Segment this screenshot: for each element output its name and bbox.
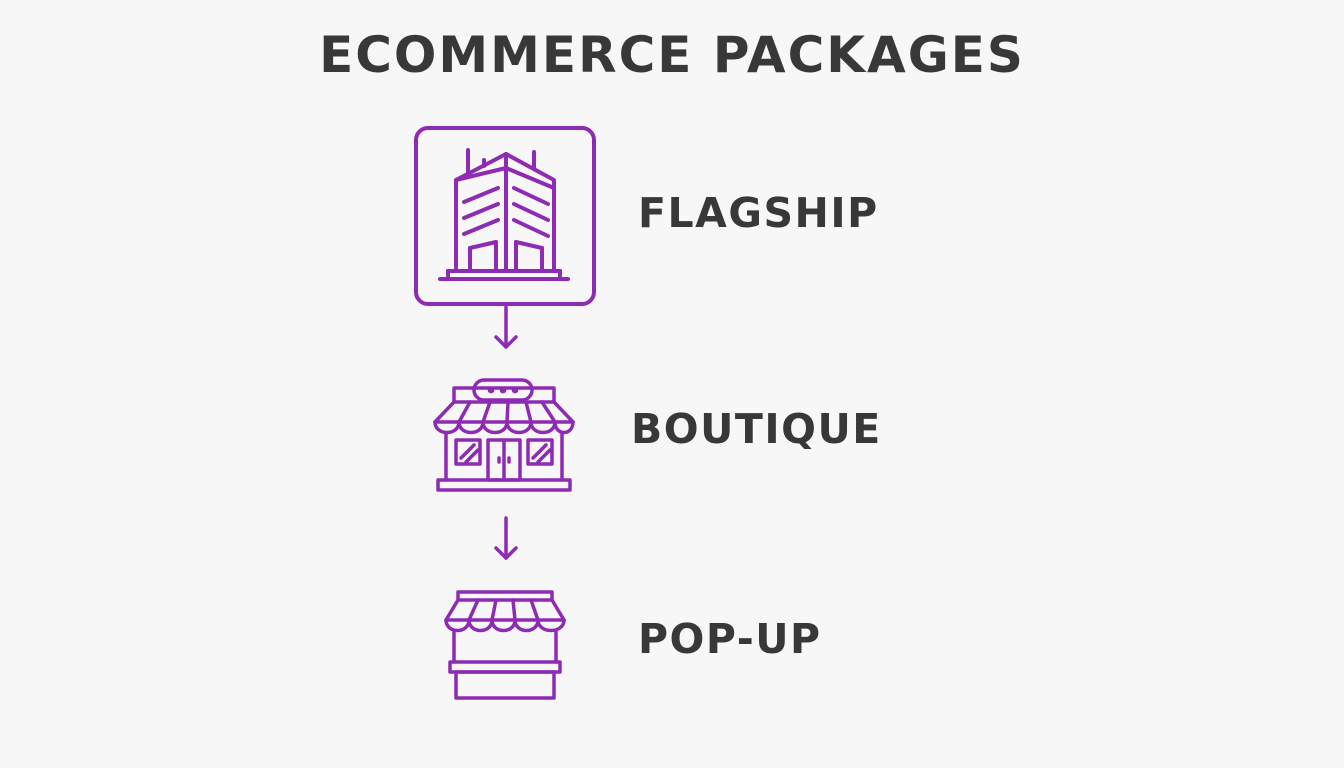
kiosk-stall-icon — [444, 590, 566, 702]
building-icon — [414, 126, 596, 306]
tier-label-boutique: BOUTIQUE — [631, 405, 882, 453]
storefront-icon — [432, 378, 576, 492]
tier-label-pop-up: POP-UP — [638, 615, 822, 663]
highlight-frame — [414, 126, 596, 306]
arrow-down-icon — [492, 305, 520, 351]
page-title: ECOMMERCE PACKAGES — [319, 26, 1025, 84]
arrow-down-icon — [492, 516, 520, 562]
tier-label-flagship: FLAGSHIP — [638, 189, 879, 237]
